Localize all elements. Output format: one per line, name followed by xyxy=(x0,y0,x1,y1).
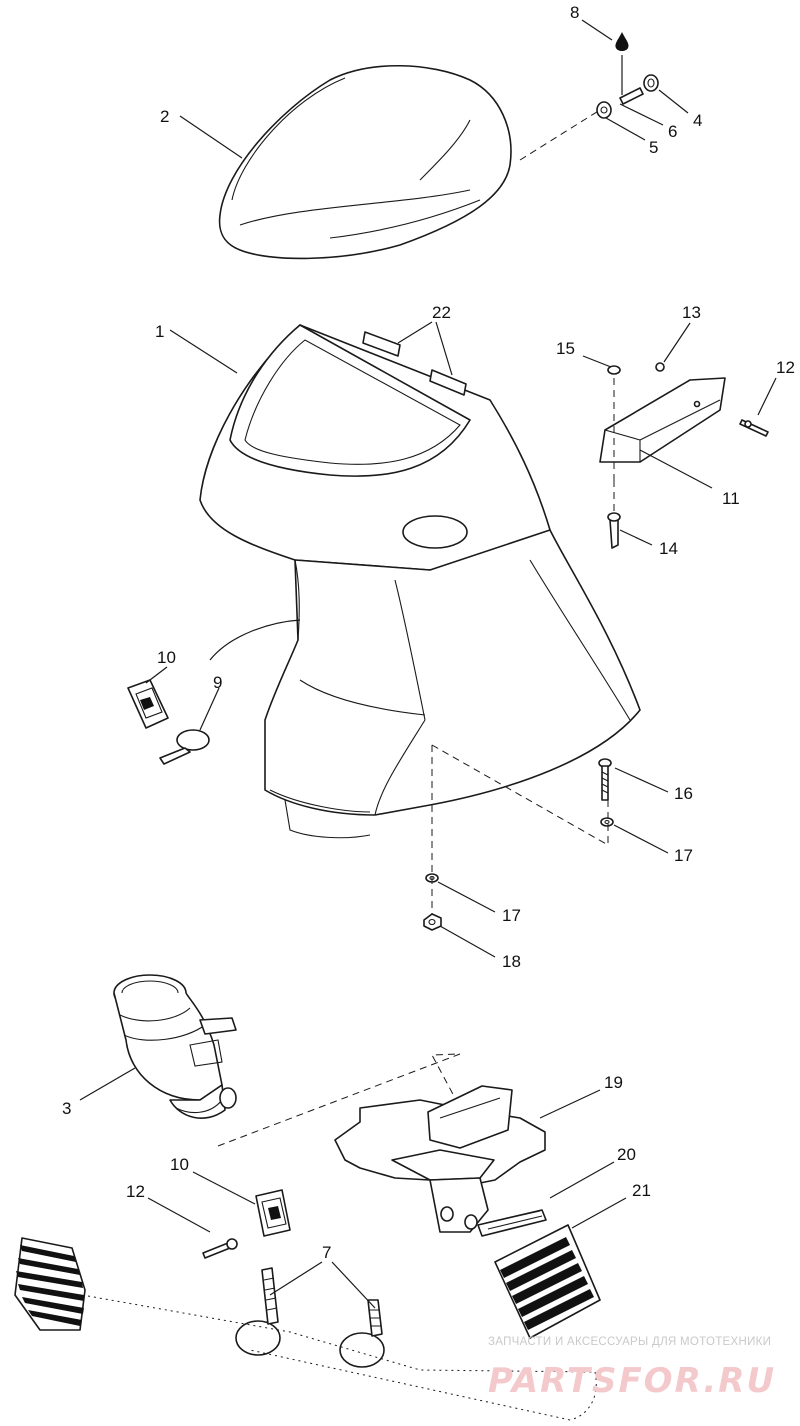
callout-2: 2 xyxy=(160,107,169,126)
callout-16: 16 xyxy=(674,784,693,803)
assembly-lines xyxy=(87,55,623,1421)
part-3-adapter xyxy=(113,974,237,1119)
part-22-decals xyxy=(362,321,467,396)
callout-12-top: 12 xyxy=(776,358,795,377)
part-5-washer xyxy=(596,101,612,119)
part-1-housing xyxy=(199,324,641,839)
part-4-cap-nut xyxy=(643,74,659,92)
part-9-clamp xyxy=(159,729,210,765)
callout-17-lower: 17 xyxy=(502,906,521,925)
callout-11: 11 xyxy=(722,489,740,508)
callout-4: 4 xyxy=(693,111,702,130)
part-17-washer-right xyxy=(600,817,614,827)
part-6-bolt xyxy=(619,87,644,105)
part-10-clip-lower xyxy=(255,1189,291,1237)
callout-14: 14 xyxy=(659,539,678,558)
part-13-nut xyxy=(655,362,665,372)
callout-1: 1 xyxy=(155,322,164,341)
callout-10-lower: 10 xyxy=(170,1155,189,1174)
callout-numbers: 8 4 6 5 2 1 22 13 15 12 11 14 10 9 16 17… xyxy=(62,3,795,1262)
part-2-cover xyxy=(218,64,512,260)
bellows-left xyxy=(14,1237,86,1331)
part-11-bracket xyxy=(599,377,726,463)
part-15-washer xyxy=(607,365,621,375)
part-16-bolt xyxy=(598,758,612,801)
callout-17-right: 17 xyxy=(674,846,693,865)
callout-6: 6 xyxy=(668,122,677,141)
part-18-nut xyxy=(423,913,442,931)
callout-13: 13 xyxy=(682,303,701,322)
callout-19: 19 xyxy=(604,1073,623,1092)
part-7-tie-right xyxy=(339,1299,385,1368)
callout-leaders xyxy=(79,19,777,1309)
callout-7: 7 xyxy=(322,1243,331,1262)
callout-5: 5 xyxy=(649,138,658,157)
callout-22: 22 xyxy=(432,303,451,322)
part-19-plate xyxy=(334,1085,546,1233)
watermark-brand: PARTSFOR.RU xyxy=(488,1361,776,1401)
part-14-rivet xyxy=(607,512,621,549)
callout-21: 21 xyxy=(632,1181,651,1200)
callout-9: 9 xyxy=(213,673,222,692)
part-10-clip-upper xyxy=(127,679,169,729)
part-12-screw-lower xyxy=(202,1238,238,1259)
part-12-screw-top xyxy=(739,419,769,437)
part-7-tie-left xyxy=(235,1267,281,1356)
callout-20: 20 xyxy=(617,1145,636,1164)
callout-15: 15 xyxy=(556,339,575,358)
watermark-tagline: ЗАПЧАСТИ И АКСЕССУАРЫ ДЛЯ МОТОТЕХНИКИ xyxy=(488,1336,771,1348)
part-21-bellows-right xyxy=(494,1224,601,1339)
part-20-strip xyxy=(477,1209,547,1237)
watermark: ЗАПЧАСТИ И АКСЕССУАРЫ ДЛЯ МОТОТЕХНИКИ PA… xyxy=(488,1336,776,1401)
part-8-adhesive-drop xyxy=(615,32,629,51)
callout-10-upper: 10 xyxy=(157,648,176,667)
callout-18: 18 xyxy=(502,952,521,971)
callout-3: 3 xyxy=(62,1099,71,1118)
callout-12-lower: 12 xyxy=(126,1182,145,1201)
callout-8: 8 xyxy=(570,3,579,22)
